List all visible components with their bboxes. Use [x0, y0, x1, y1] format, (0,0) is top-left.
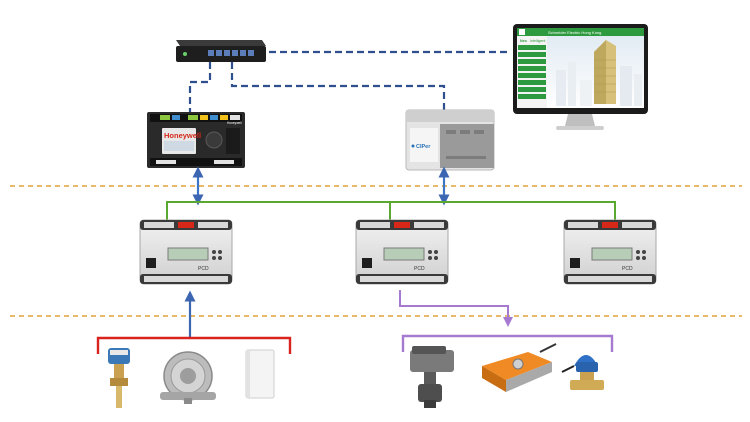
- screen-menu-item[interactable]: [518, 80, 546, 85]
- ethernet-links: [188, 50, 510, 112]
- pcd-label: PCD: [622, 266, 633, 272]
- screen-menu-item[interactable]: [518, 45, 546, 50]
- actuator-output-link: [399, 290, 513, 327]
- valve-actuator-icon: [410, 346, 454, 408]
- screen-menu-item[interactable]: [518, 59, 546, 64]
- screen-menu-item[interactable]: [518, 66, 546, 71]
- monitor-icon: Schneider Electric Hong Kong Neo Intelli…: [513, 24, 648, 130]
- network-switch-icon: [176, 40, 266, 62]
- pcd-controller-2: PCD: [355, 219, 449, 285]
- screen-logo-line2: Intelligent: [530, 39, 545, 43]
- actuator-bracket: [401, 334, 614, 352]
- controller-left-model-tag: Honeywell: [227, 121, 242, 125]
- building-icon: [556, 40, 642, 106]
- field-bus: [166, 201, 616, 220]
- screen-menu: [518, 45, 546, 99]
- pcd-label: PCD: [414, 266, 425, 272]
- controller-left-brand: Honeywell: [164, 131, 201, 140]
- screen-menu-item[interactable]: [518, 94, 546, 99]
- pressure-sensor-icon: [160, 351, 216, 404]
- pcd-controller-1: PCD: [139, 219, 233, 285]
- pcd-controller-3: PCD: [563, 219, 657, 285]
- screen-menu-item[interactable]: [518, 73, 546, 78]
- screen-logo-line1: Neo: [520, 39, 528, 43]
- room-sensor-icon: [245, 349, 275, 399]
- honeywell-controller: Honeywell Honeywell: [147, 112, 245, 168]
- flow-switch-sensor-icon: [108, 348, 130, 408]
- zone-valve-actuator-icon: [561, 355, 604, 390]
- screen-menu-item[interactable]: [518, 87, 546, 92]
- controller-right-brand: CIPer: [416, 144, 431, 150]
- sensor-bracket: [96, 336, 292, 354]
- damper-actuator-icon: [482, 343, 557, 392]
- ciper-controller: CIPer: [405, 109, 495, 171]
- screen-menu-item[interactable]: [518, 52, 546, 57]
- screen-header-title: Schneider Electric Hong Kong: [548, 30, 601, 35]
- pcd-label: PCD: [198, 266, 209, 272]
